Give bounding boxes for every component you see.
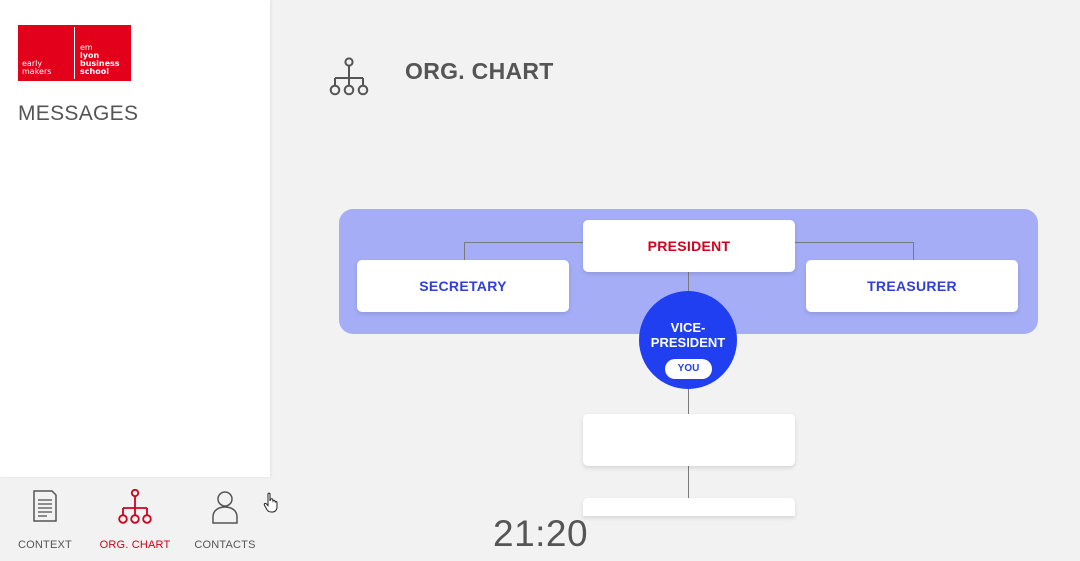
messages-title: MESSAGES	[18, 102, 139, 125]
logo-left-line: early	[22, 59, 43, 68]
connector-line	[913, 242, 914, 260]
connector-line	[688, 466, 689, 498]
org-chart-icon	[329, 57, 369, 96]
president-box[interactable]: PRESIDENT	[583, 220, 795, 272]
nav-label-org-chart: ORG. CHART	[99, 539, 171, 551]
subordinate-box[interactable]	[583, 498, 795, 516]
messages-panel: early makers em lyon business school MES…	[0, 0, 270, 477]
logo-right-text: em lyon business school	[80, 44, 120, 76]
person-icon	[212, 491, 238, 524]
clock: 21:20	[493, 513, 589, 554]
logo-right-line: business	[80, 59, 120, 68]
logo-right-line: em	[80, 43, 93, 52]
hand-cursor-icon	[263, 492, 278, 513]
secretary-box[interactable]: SECRETARY	[357, 260, 569, 312]
nav-item-context[interactable]: CONTEXT	[0, 489, 90, 557]
connector-line	[464, 242, 465, 260]
org-chart-icon	[118, 489, 152, 524]
bottom-nav: CONTEXT ORG. CHART CONTACTS	[0, 477, 270, 561]
page-title: ORG. CHART	[405, 58, 554, 84]
em-lyon-logo: early makers em lyon business school	[18, 25, 131, 81]
logo-right-line: school	[80, 67, 109, 76]
vice-president-node[interactable]: VICE- PRESIDENT YOU	[639, 291, 737, 389]
logo-right-line: lyon	[80, 51, 100, 60]
subordinate-box[interactable]	[583, 414, 795, 466]
you-badge: YOU	[665, 359, 712, 379]
connector-line	[688, 388, 689, 414]
nav-item-contacts[interactable]: CONTACTS	[180, 489, 270, 557]
logo-left-text: early makers	[22, 60, 51, 76]
nav-label-context: CONTEXT	[18, 539, 72, 551]
logo-left-line: makers	[22, 67, 52, 76]
vice-president-label: VICE- PRESIDENT	[650, 320, 726, 350]
nav-label-contacts: CONTACTS	[194, 539, 256, 551]
connector-line	[688, 272, 689, 292]
treasurer-box[interactable]: TREASURER	[806, 260, 1018, 312]
logo-divider	[74, 27, 75, 79]
document-icon	[33, 490, 57, 522]
nav-item-org-chart[interactable]: ORG. CHART	[90, 489, 180, 557]
